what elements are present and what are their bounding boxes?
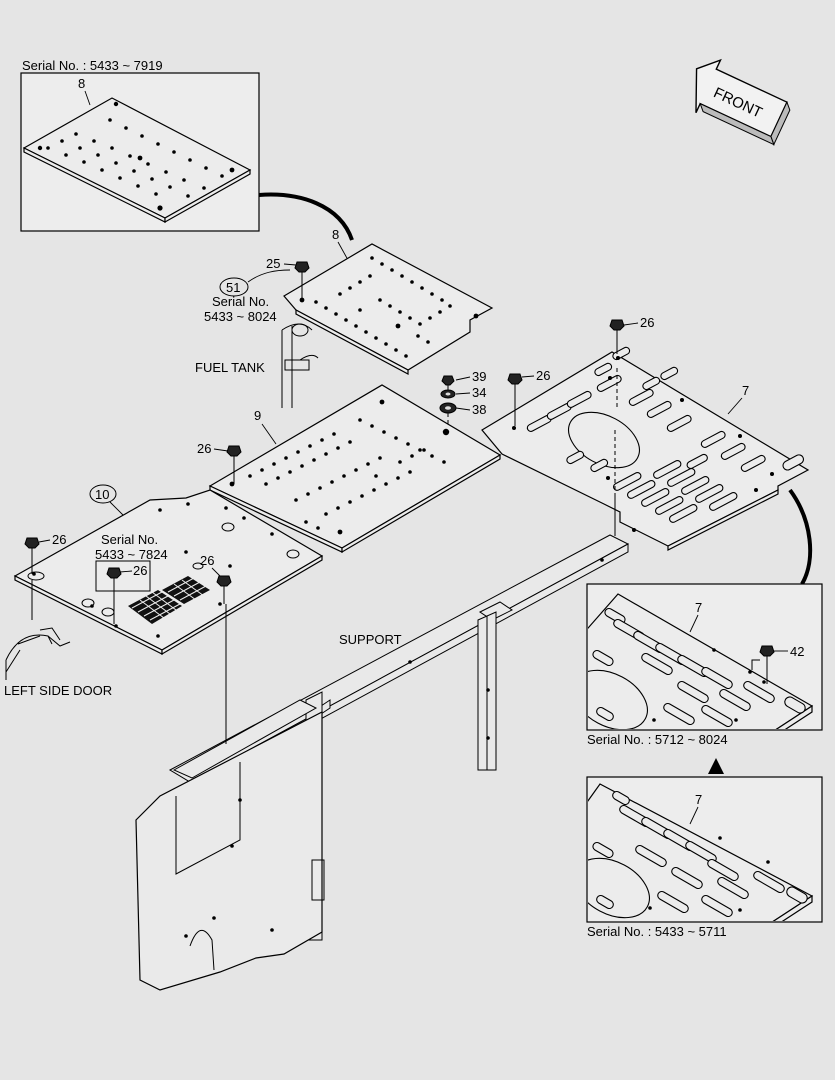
item-34: 34 — [472, 385, 486, 400]
plate-8-bolt-no: 25 — [266, 256, 280, 271]
plate-10-serial-title: Serial No. — [101, 532, 158, 547]
inset-bottom-right: 7 Serial No. : 5433 ~ 5711 — [586, 776, 823, 939]
plate-7-bolt-top-no: 26 — [640, 315, 654, 330]
plate-8: 8 25 51 Serial No. 5433 ~ 8024 — [204, 227, 494, 376]
plate-10-bolt-a — [24, 537, 40, 574]
plate-8-alt-holes — [37, 101, 235, 211]
left-side-door: LEFT SIDE DOOR — [4, 627, 112, 698]
plate-10-bolt-b-no: 26 — [133, 563, 147, 578]
front-arrow: FRONT — [695, 58, 791, 146]
plate-7-bolt-left — [507, 373, 523, 426]
support-label: SUPPORT — [339, 632, 402, 647]
circled-51 — [219, 277, 249, 297]
inset-top-left-serial: Serial No. : 5433 ~ 7919 — [22, 58, 163, 73]
fuel-tank-label: FUEL TANK — [195, 360, 265, 375]
plate-10-bolt-c — [216, 575, 232, 604]
plate-8-serial-range: 5433 ~ 8024 — [204, 309, 277, 324]
plate-10: 10 — [13, 484, 324, 656]
triangle-marker — [708, 758, 724, 774]
plate-10-detail-box — [95, 560, 151, 592]
inset-connector-arc — [258, 192, 354, 241]
inset-top-left-part-no: 8 — [78, 76, 85, 91]
plate-10-bolt-c-no: 26 — [200, 553, 214, 568]
inset-mid-part-no: 7 — [695, 600, 702, 615]
plate-9-part-no: 9 — [254, 408, 261, 423]
plate-9-bolt — [226, 445, 242, 484]
bolt-25 — [294, 261, 310, 298]
left-side-door-label: LEFT SIDE DOOR — [4, 683, 112, 698]
plate-9-bolt-no: 26 — [197, 441, 211, 456]
hardware-stack: 39 34 38 — [439, 369, 486, 432]
plate-10-serial-range: 5433 ~ 7824 — [95, 547, 168, 562]
plate-10-bolt-b — [106, 567, 122, 624]
plate-7-bolt-left-no: 26 — [536, 368, 550, 383]
plate-7-connector-arc — [788, 488, 813, 586]
inset-mid-bolt-no: 42 — [790, 644, 804, 659]
inset-top-left: Serial No. : 5433 ~ 7919 8 — [20, 58, 260, 232]
plate-9: 9 26 — [197, 384, 502, 554]
plate-7-slots — [526, 346, 805, 523]
plate-10-circled-no: 10 — [95, 487, 109, 502]
inset-mid-serial: Serial No. : 5712 ~ 8024 — [587, 732, 728, 747]
inset-bottom-serial: Serial No. : 5433 ~ 5711 — [587, 924, 727, 939]
inset-bottom-part-no: 7 — [695, 792, 702, 807]
item-39: 39 — [472, 369, 486, 384]
plate-10-bolt-a-no: 26 — [52, 532, 66, 547]
support-frame: SUPPORT — [31, 430, 630, 991]
item-38: 38 — [472, 402, 486, 417]
plate-8-part-no: 8 — [332, 227, 339, 242]
circled-10 — [89, 484, 117, 504]
inset-mid-right: 7 42 Serial No. : 5712 ~ 8024 — [586, 583, 823, 747]
plate-7-bolt-top — [609, 319, 625, 410]
plate-8-circled-no: 51 — [226, 280, 240, 295]
plate-8-serial-title: Serial No. — [212, 294, 269, 309]
plate-7-part-no: 7 — [742, 383, 749, 398]
plate-7: 7 — [481, 315, 810, 551]
bolt-42 — [751, 645, 775, 684]
plate-10-mesh — [128, 576, 210, 624]
fuel-tank: FUEL TANK — [195, 323, 319, 408]
